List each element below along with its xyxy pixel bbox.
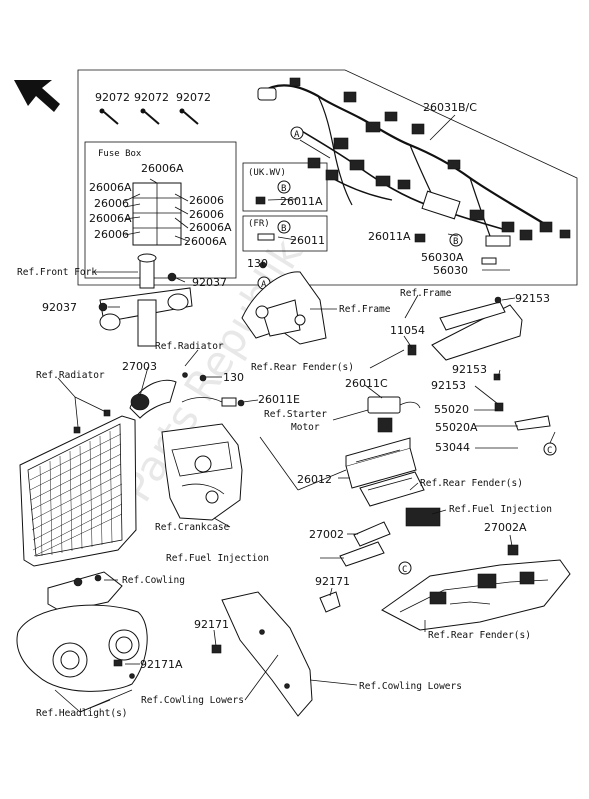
- label-26006a-right-1: 26006A: [189, 221, 232, 234]
- svg-text:A: A: [261, 280, 267, 290]
- fuse-box-grid: [124, 178, 189, 246]
- label-92153-a: 92153: [515, 292, 550, 305]
- label-27002: 27002: [309, 528, 344, 541]
- fuse-box-frame: [84, 141, 237, 279]
- label-92171a: 92171A: [140, 658, 183, 671]
- label-ref-rear-fender-3: Ref.Rear Fender(s): [428, 630, 531, 641]
- callout-c-1: C: [543, 442, 557, 456]
- label-26006a-right-2: 26006A: [184, 235, 227, 248]
- label-92037-a: 92037: [192, 276, 227, 289]
- headlight-assembly-part: [16, 571, 148, 692]
- label-56030a: 56030A: [421, 251, 464, 264]
- battery-part: [345, 437, 425, 507]
- label-26006-right-2: 26006: [189, 208, 224, 221]
- label-26006a-left-1: 26006A: [89, 181, 132, 194]
- front-fork-stem-part: [98, 253, 193, 347]
- ukwv-frame: [242, 162, 328, 212]
- label-ref-starter-1: Ref.Starter: [264, 409, 327, 420]
- svg-text:C: C: [547, 446, 552, 456]
- callout-b-1: B: [277, 180, 291, 194]
- leader-lines: [54, 114, 556, 713]
- label-ref-radiator-1: Ref.Radiator: [155, 341, 224, 352]
- label-27002a: 27002A: [484, 521, 527, 534]
- harness-group-frame: [77, 69, 578, 286]
- label-26011a-b: 26011A: [368, 230, 411, 243]
- label-ref-frame-1: Ref.Frame: [400, 288, 452, 299]
- label-26006a-top: 26006A: [141, 162, 184, 175]
- callout-b-3: B: [449, 233, 463, 247]
- label-ref-rear-fender-1: Ref.Rear Fender(s): [251, 362, 354, 373]
- label-55020: 55020: [434, 403, 469, 416]
- label-26011a-a: 26011A: [280, 195, 323, 208]
- label-55020a: 55020A: [435, 421, 478, 434]
- label-130-a: 130: [247, 257, 268, 270]
- label-130-b: 130: [223, 371, 244, 384]
- svg-text:C: C: [402, 565, 407, 575]
- label-ref-frame-2: Ref.Frame: [339, 304, 391, 315]
- label-ref-cowling-lowers-1: Ref.Cowling Lowers: [359, 681, 462, 692]
- label-92171-a: 92171: [315, 575, 350, 588]
- rear-frame-part: [407, 296, 523, 361]
- rear-fender-part: [381, 559, 571, 631]
- label-ref-fuel-injection-2: Ref.Fuel Injection: [166, 553, 269, 564]
- cowling-lower-part: [211, 591, 341, 717]
- svg-text:B: B: [281, 224, 286, 234]
- relay-27002-part: [339, 507, 519, 567]
- callout-b-2: B: [277, 220, 291, 234]
- label-92153-c: 92153: [431, 379, 466, 392]
- part-labels: 92072 92072 92072 26031B/C Fuse Box 2600…: [17, 91, 552, 719]
- label-92153-b: 92153: [452, 363, 487, 376]
- label-26006-right-1: 26006: [189, 194, 224, 207]
- label-ref-cowling-lowers-2: Ref.Cowling Lowers: [141, 695, 244, 706]
- svg-text:B: B: [453, 237, 458, 247]
- label-ref-fuel-injection-1: Ref.Fuel Injection: [449, 504, 552, 515]
- label-26031: 26031B/C: [423, 101, 477, 114]
- clip-92072-parts: [99, 108, 199, 125]
- label-92037-b: 92037: [42, 301, 77, 314]
- label-ref-starter-2: Motor: [291, 422, 320, 433]
- direction-arrow-icon: [14, 80, 60, 112]
- label-92072-a: 92072: [95, 91, 130, 104]
- radiator-part: [19, 409, 137, 567]
- label-27003: 27003: [122, 360, 157, 373]
- label-26011e: 26011E: [258, 393, 300, 406]
- label-ref-crankcase: Ref.Crankcase: [155, 522, 230, 533]
- label-11054: 11054: [390, 324, 425, 337]
- fan-switch-part: [129, 372, 207, 419]
- label-fr: (FR): [248, 219, 270, 229]
- main-wiring-harness: [257, 77, 571, 247]
- svg-text:B: B: [281, 184, 286, 194]
- label-53044: 53044: [435, 441, 470, 454]
- svg-text:A: A: [294, 130, 300, 140]
- label-26011: 26011: [290, 234, 325, 247]
- label-ukwv: (UK.WV): [248, 168, 286, 178]
- label-92072-c: 92072: [176, 91, 211, 104]
- label-26006a-left-2: 26006A: [89, 212, 132, 225]
- label-92171-b: 92171: [194, 618, 229, 631]
- label-26012: 26012: [297, 473, 332, 486]
- frame-bracket-part: [241, 261, 327, 345]
- label-26006-left-1: 26006: [94, 197, 129, 210]
- label-56030: 56030: [433, 264, 468, 277]
- label-92072-b: 92072: [134, 91, 169, 104]
- label-ref-rear-fender-2: Ref.Rear Fender(s): [420, 478, 523, 489]
- fr-frame: [242, 215, 328, 252]
- label-ref-headlight: Ref.Headlight(s): [36, 708, 128, 719]
- label-ref-radiator-2: Ref.Radiator: [36, 370, 105, 381]
- label-ref-cowling: Ref.Cowling: [122, 575, 185, 586]
- fuse-box-title: Fuse Box: [98, 149, 142, 159]
- callout-c-2: C: [398, 561, 412, 575]
- label-ref-front-fork: Ref.Front Fork: [17, 267, 97, 278]
- starter-relay-part: [367, 373, 551, 433]
- crankcase-part: [161, 397, 245, 521]
- label-26011c: 26011C: [345, 377, 388, 390]
- label-26006-left-2: 26006: [94, 228, 129, 241]
- callout-a-1: A: [290, 126, 304, 140]
